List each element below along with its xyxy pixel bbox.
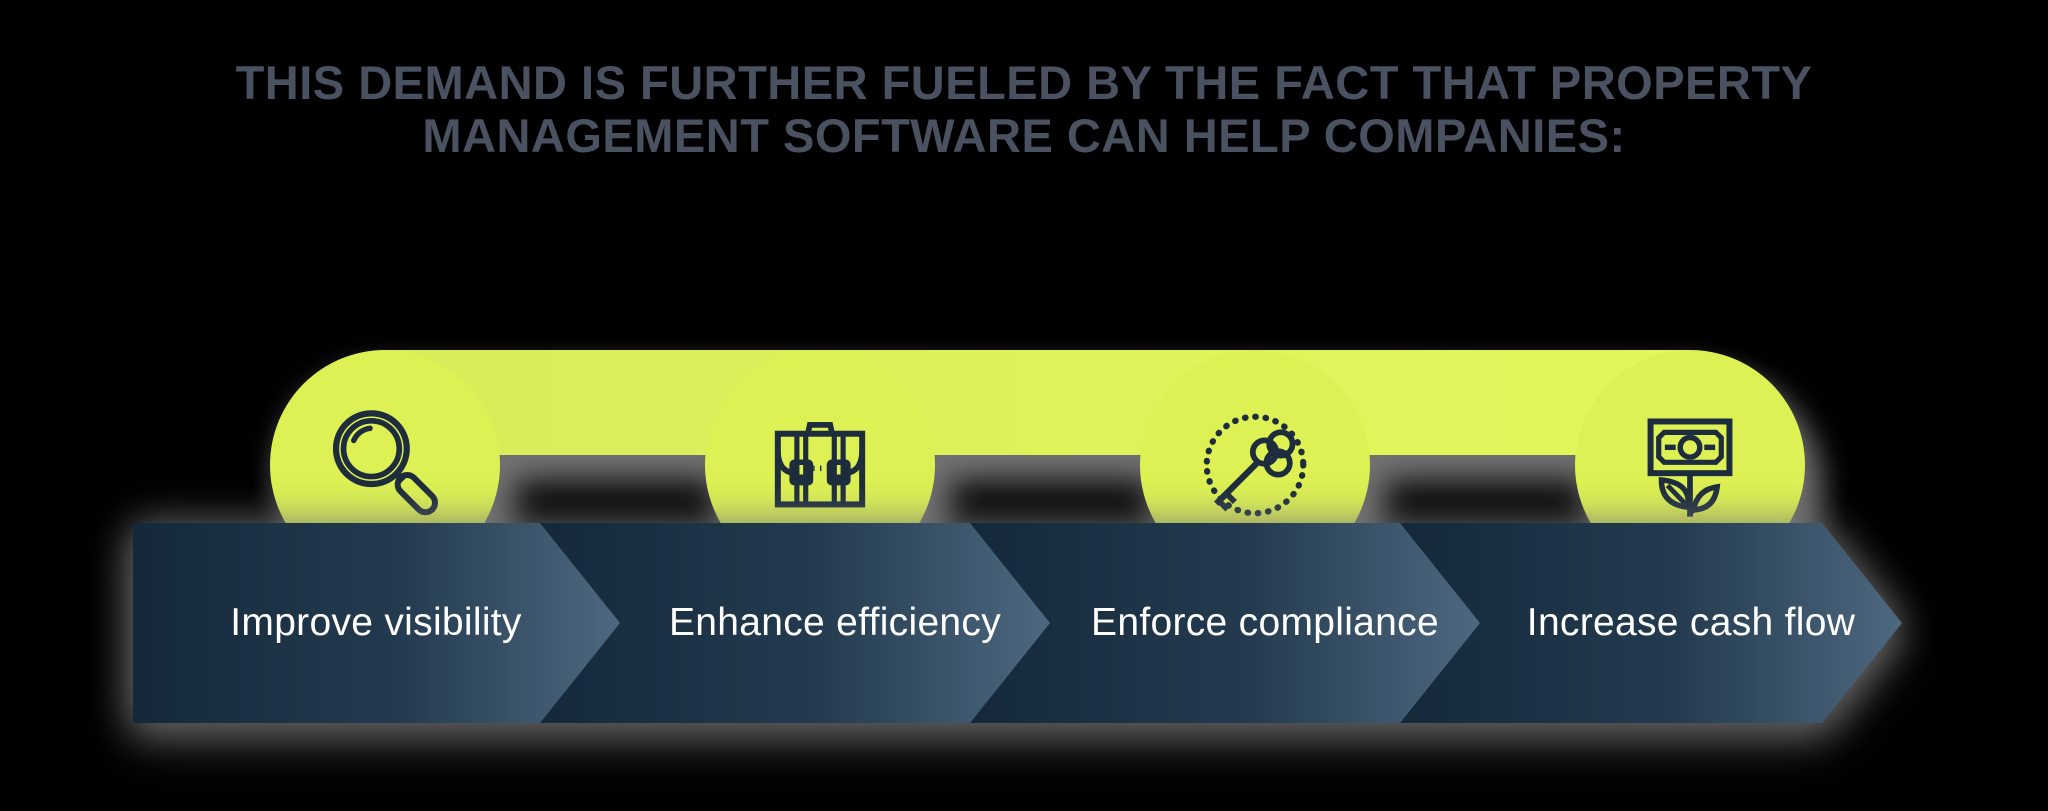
arrow-segment xyxy=(540,523,1050,723)
process-arrow-band: Improve visibility Enhance efficiency En… xyxy=(133,523,1902,723)
arrow-segment xyxy=(970,523,1480,723)
arrow-segment xyxy=(133,523,620,723)
circle-connector-bar xyxy=(385,350,1690,455)
money-plant-icon xyxy=(1647,418,1733,517)
magnifier-icon xyxy=(332,410,438,516)
step-label: Enhance efficiency xyxy=(668,601,1002,644)
briefcase-icon xyxy=(774,422,866,508)
arrow-segment xyxy=(1400,523,1902,723)
page-title: THIS DEMAND IS FURTHER FUELED BY THE FAC… xyxy=(235,56,1813,163)
step-label: Improve visibility xyxy=(230,601,522,644)
step-label: Increase cash flow xyxy=(1526,601,1856,644)
step-label: Enforce compliance xyxy=(1091,601,1439,644)
key-icon xyxy=(1203,413,1307,517)
